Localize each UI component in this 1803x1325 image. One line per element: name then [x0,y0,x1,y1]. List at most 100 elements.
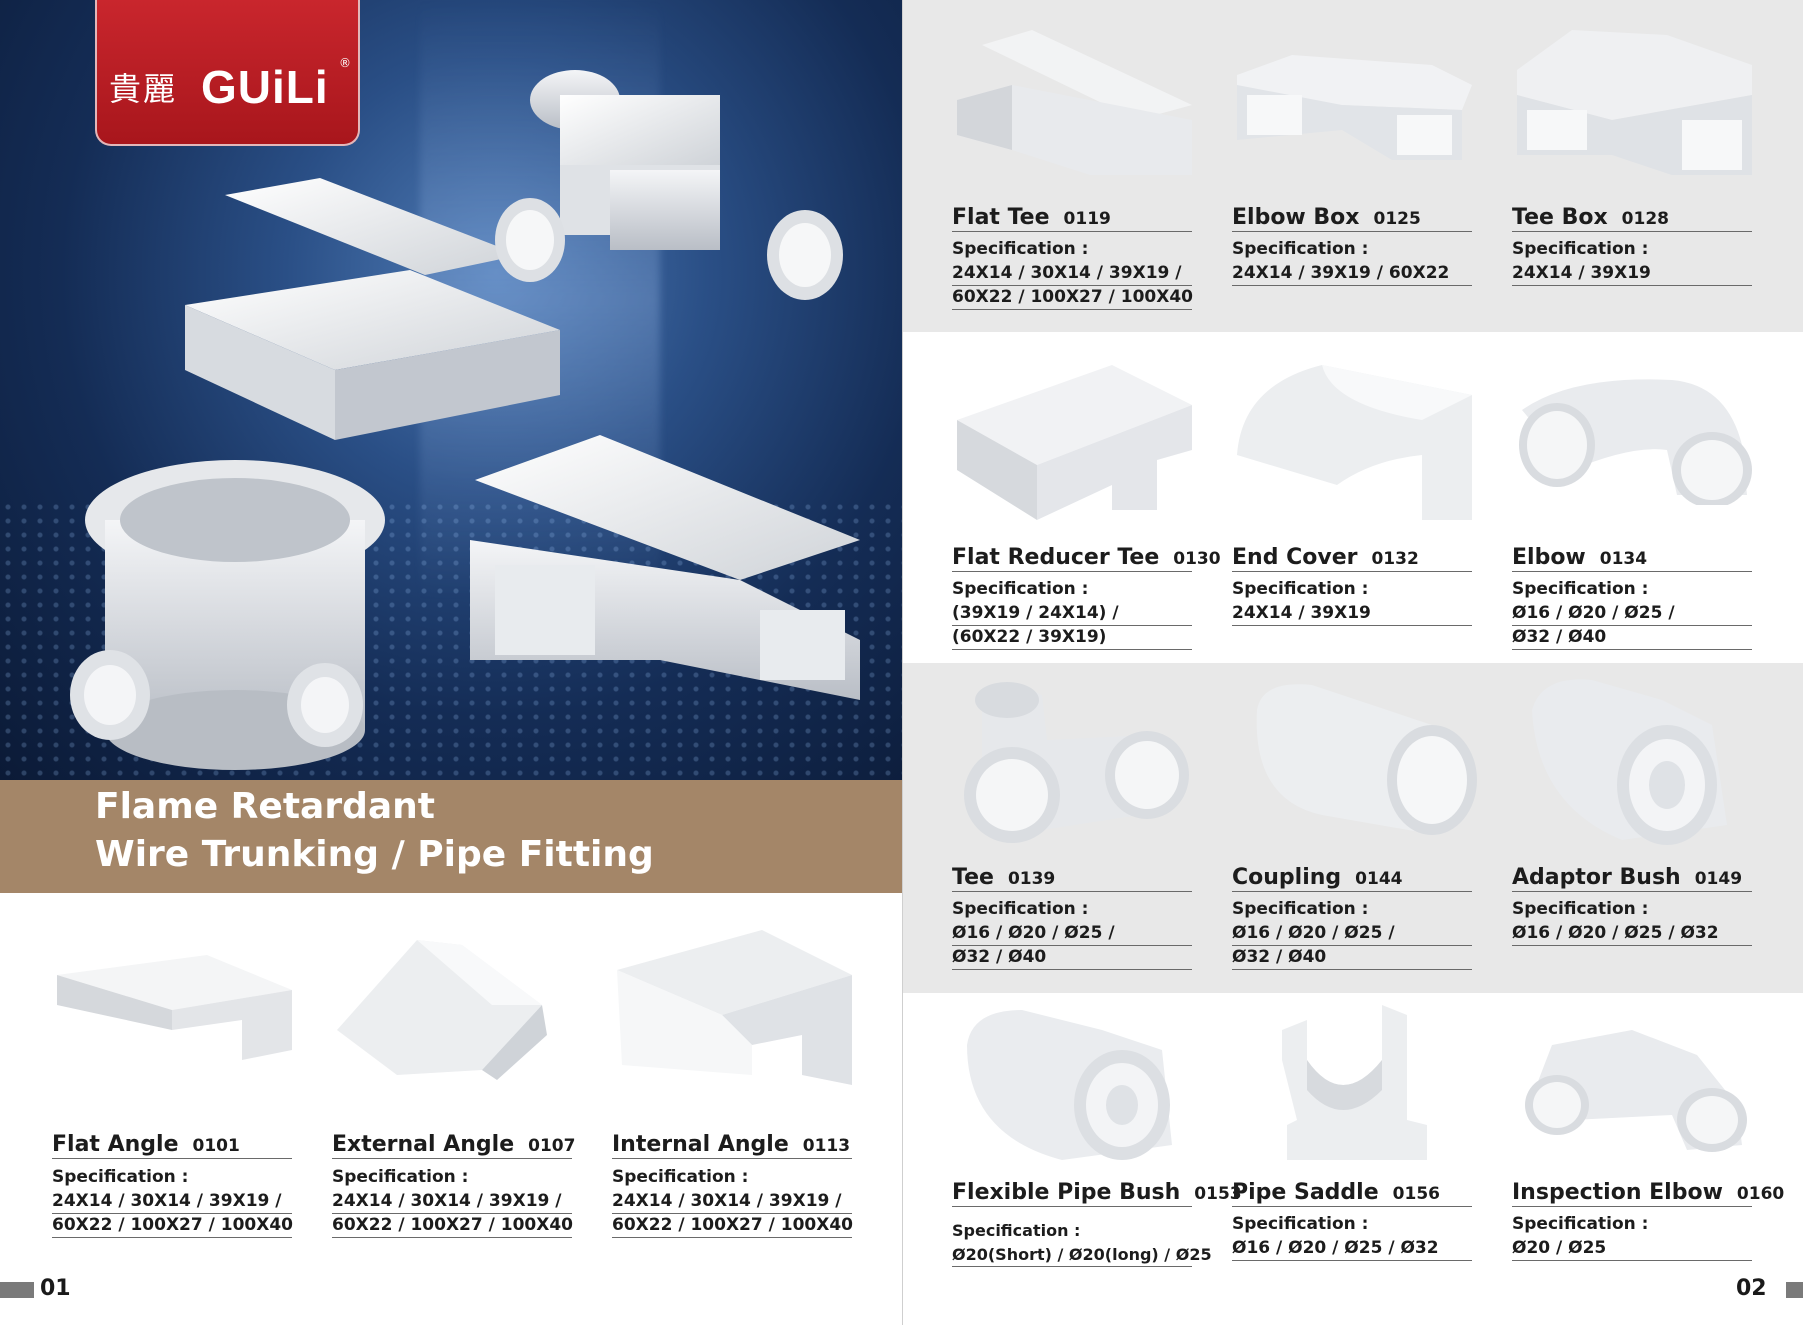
spec-label: Specification : [1512,579,1649,599]
product-name: Tee [952,865,994,890]
product-name: External Angle [332,1132,515,1157]
spec-line: 24X14 / 30X14 / 39X19 / [612,1190,852,1214]
product-heading: Elbow Box 0125 [1232,205,1472,232]
spec-line: 60X22 / 100X27 / 100X40 [612,1214,853,1238]
product-code: 0125 [1373,209,1421,229]
spec-line: Ø32 / Ø40 [1512,626,1752,650]
spec-values: 24X14 / 30X14 / 39X19 / 60X22 / 100X27 /… [952,262,1193,310]
spec-line: Ø16 / Ø20 / Ø25 / [1512,602,1752,626]
brand-chinese-name: 貴麗 [109,70,178,108]
tee-image [952,680,1197,845]
flexible-pipe-bush-shape [967,1010,1172,1160]
external-angle-shape [337,940,547,1080]
flat-tee-image [952,25,1197,175]
spec-label: Specification : [332,1167,469,1187]
inspection-elbow-shape [1525,1030,1747,1152]
hero-flat-tee [185,178,560,440]
product-name: Coupling [1232,865,1342,890]
product-code: 0144 [1355,869,1403,889]
product-code: 0128 [1621,209,1669,229]
product-code: 0156 [1392,1184,1440,1204]
external-angle-image [332,935,577,1080]
product-code: 0119 [1063,209,1111,229]
end-cover-shape [1237,365,1472,520]
brand-logo-badge: 貴麗 GUiLi ® [95,0,360,146]
spec-values: Ø16 / Ø20 / Ø25 / Ø32 / Ø40 [952,922,1192,970]
brand-name: GUiLi [201,61,329,113]
page-number-bar [0,1282,34,1298]
internal-angle-image [612,925,857,1085]
page-number-right: 02 [1736,1276,1767,1301]
spec-label: Specification : [1512,239,1649,259]
flat-angle-shape [57,955,292,1060]
coupling-image [1232,680,1477,845]
product-name: End Cover [1232,545,1358,570]
catalog-title-line-1: Flame Retardant [95,786,435,827]
spec-label: Specification : [952,1221,1081,1240]
page-number-bar [1786,1282,1803,1298]
title-band [0,780,902,893]
spec-line: 60X22 / 100X27 / 100X40 [52,1214,293,1238]
catalog-title-line-2: Wire Trunking / Pipe Fitting [95,834,654,875]
spec-line: 24X14 / 30X14 / 39X19 / [952,262,1192,286]
spec-values: Ø16 / Ø20 / Ø25 / Ø32 / Ø40 [1232,922,1472,970]
elbow-box-shape [1237,55,1472,160]
product-name: Elbow Box [1232,205,1360,230]
pipe-saddle-image [1232,1000,1477,1170]
spec-values: (39X19 / 24X14) / (60X22 / 39X19) [952,602,1192,650]
tee-box-image [1512,25,1757,175]
flat-angle-image [52,950,297,1080]
elbow-box-image [1232,45,1477,160]
spec-line: (60X22 / 39X19) [952,626,1192,650]
spec-label: Specification : [1232,1214,1369,1234]
spec-line: (39X19 / 24X14) / [952,602,1192,626]
spec-values: Ø16 / Ø20 / Ø25 / Ø32 [1512,922,1752,946]
product-name: Internal Angle [612,1132,789,1157]
product-heading: Flat Angle 0101 [52,1132,292,1159]
elbow-image [1512,375,1757,505]
product-name: Tee Box [1512,205,1608,230]
page-number-left: 01 [40,1276,71,1301]
spec-values: Ø16 / Ø20 / Ø25 / Ø32 / Ø40 [1512,602,1752,650]
pipe-saddle-shape [1282,1005,1427,1160]
spec-label: Specification : [1512,899,1649,919]
spec-label: Specification : [952,239,1089,259]
page-spine [902,0,903,1325]
product-code: 0101 [192,1136,240,1156]
spec-line: Ø16 / Ø20 / Ø25 / Ø32 [1232,1237,1472,1261]
product-name: Flat Reducer Tee [952,545,1160,570]
spec-line: 24X14 / 39X19 / 60X22 [1232,262,1472,286]
spec-values: 24X14 / 30X14 / 39X19 / 60X22 / 100X27 /… [332,1190,573,1238]
spec-line: 60X22 / 100X27 / 100X40 [332,1214,573,1238]
product-code: 0149 [1694,869,1743,889]
registered-mark: ® [339,56,351,70]
product-code: 0130 [1173,549,1221,569]
inspection-elbow-image [1512,1025,1757,1155]
product-name: Pipe Saddle [1232,1180,1379,1205]
spec-line: Ø20(Short) / Ø20(long) / Ø25 [952,1243,1212,1267]
product-name: Flat Angle [52,1132,179,1157]
tee-shape [964,682,1189,843]
hero-products-illustration [70,70,860,770]
flexible-pipe-bush-image [952,1005,1197,1165]
spec-line: Ø16 / Ø20 / Ø25 / [952,922,1192,946]
spec-values: Ø16 / Ø20 / Ø25 / Ø32 [1232,1237,1472,1261]
product-heading: Pipe Saddle 0156 [1232,1180,1472,1207]
spec-line: 60X22 / 100X27 / 100X40 [952,286,1193,310]
product-code: 0153 [1194,1184,1242,1204]
product-code: 0113 [802,1136,851,1156]
product-code: 0139 [1007,869,1056,889]
product-heading: Tee 0139 [952,865,1192,892]
spec-values: 24X14 / 30X14 / 39X19 / 60X22 / 100X27 /… [52,1190,293,1238]
internal-angle-shape [617,930,852,1085]
spec-label: Specification : [52,1167,189,1187]
product-heading: Tee Box 0128 [1512,205,1752,232]
spec-values: 24X14 / 39X19 / 60X22 [1232,262,1472,286]
product-heading: Coupling 0144 [1232,865,1472,892]
spec-label: Specification : [612,1167,749,1187]
